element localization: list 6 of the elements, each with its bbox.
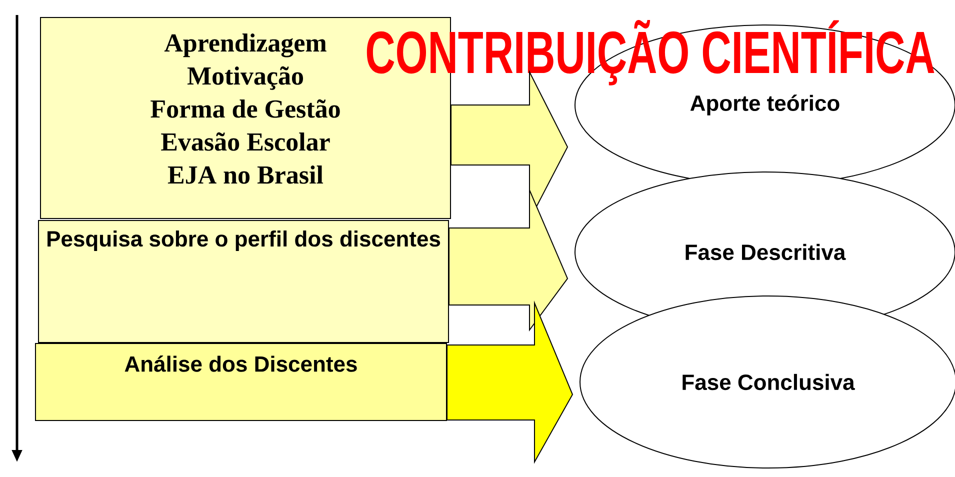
- node-label: Fase Conclusiva: [682, 374, 855, 390]
- text-box: Pesquisa sobre o perfil dos discentes: [38, 220, 449, 343]
- text-box: Análise dos Discentes: [35, 343, 447, 421]
- node-label: Fase Descritiva: [686, 244, 846, 260]
- block-arrow: [448, 188, 568, 332]
- block-arrow: [446, 300, 574, 464]
